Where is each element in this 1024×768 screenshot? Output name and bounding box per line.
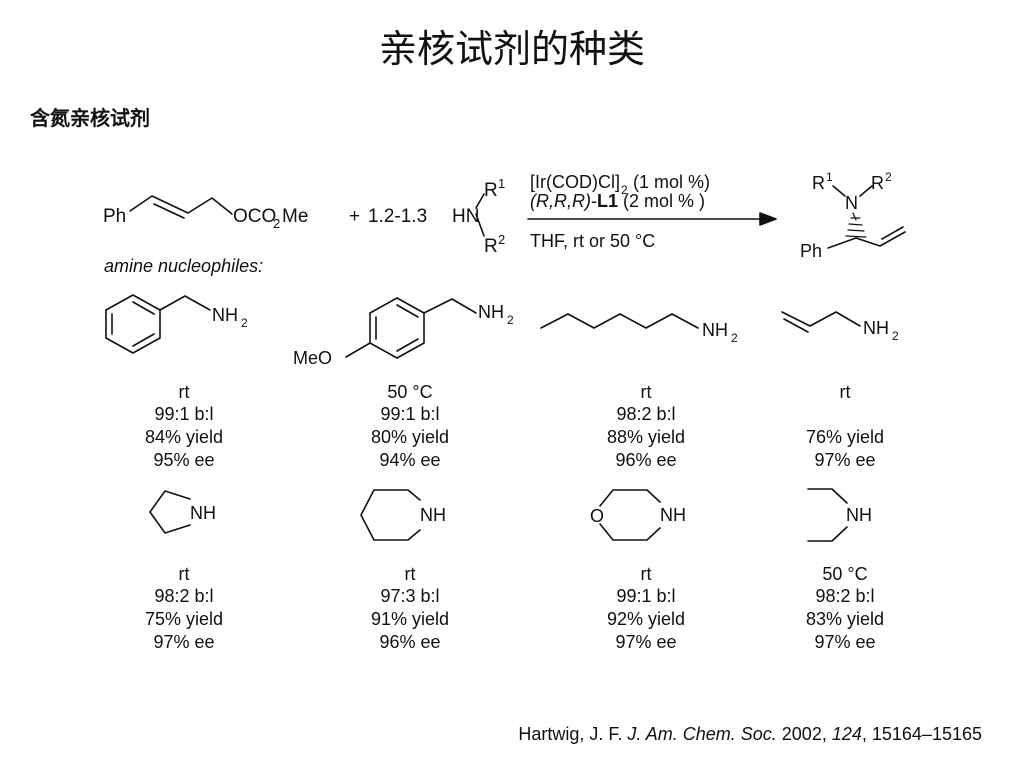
svg-text:50 °C: 50 °C [822,564,867,584]
svg-text:N: N [845,193,858,213]
svg-text:NH: NH [660,505,686,525]
svg-text:97% ee: 97% ee [814,450,875,470]
svg-text:R: R [484,236,498,257]
svg-text:84% yield: 84% yield [145,427,223,447]
svg-text:2: 2 [621,183,628,197]
svg-text:NH: NH [702,320,728,340]
svg-text:75% yield: 75% yield [145,609,223,629]
svg-text:NH: NH [212,305,238,325]
svg-text:98:2 b:l: 98:2 b:l [815,586,874,606]
svg-text:2: 2 [241,316,248,330]
svg-text:88% yield: 88% yield [607,427,685,447]
allyl-carbonate-reactant: Ph OCO 2 Me [103,195,308,231]
reaction-arrow [527,212,777,226]
svg-text:THF, rt or 50 °C: THF, rt or 50 °C [530,231,655,251]
svg-text:83% yield: 83% yield [806,609,884,629]
citation-journal: J. Am. Chem. Soc. [627,724,777,744]
piperidine-structure: NH [360,489,446,541]
svg-text:97% ee: 97% ee [153,632,214,652]
svg-text:HN: HN [452,206,479,227]
svg-text:MeO: MeO [293,348,332,368]
svg-text:1: 1 [498,176,505,191]
svg-text:Ph: Ph [103,206,126,227]
svg-text:NH: NH [846,505,872,525]
svg-text:98:2 b:l: 98:2 b:l [154,586,213,606]
svg-text:2: 2 [885,170,892,184]
svg-text:76% yield: 76% yield [806,427,884,447]
svg-text:rt: rt [641,382,652,402]
amine-nucleophiles-label: amine nucleophiles: [104,256,263,276]
svg-text:rt: rt [641,564,652,584]
svg-text:[Ir(COD)Cl]: [Ir(COD)Cl] [530,172,620,192]
results-methoxybenzylamine: 50 °C 99:1 b:l 80% yield 94% ee [371,382,449,470]
svg-text:Me: Me [282,206,308,227]
svg-text:R: R [484,180,498,201]
citation-year: 2002, [776,724,832,744]
svg-text:rt: rt [405,564,416,584]
svg-text:R: R [812,173,825,193]
citation-pages: , 15164–15165 [861,724,982,744]
svg-text:(1 mol %): (1 mol %) [633,172,710,192]
section-heading: 含氮亲核试剂 [30,106,150,130]
svg-text:97% ee: 97% ee [615,632,676,652]
svg-text:2: 2 [273,216,280,231]
svg-text:99:1 b:l: 99:1 b:l [380,404,439,424]
svg-text:+: + [349,206,360,227]
results-allylamine: rt 76% yield 97% ee [806,382,884,470]
citation-volume: 124 [831,724,862,744]
svg-text:97:3 b:l: 97:3 b:l [380,586,439,606]
svg-text:91% yield: 91% yield [371,609,449,629]
svg-text:98:2 b:l: 98:2 b:l [616,404,675,424]
svg-text:NH: NH [190,503,216,523]
svg-text:(R,R,R)-L1 (2 mol % ): (R,R,R)-L1 (2 mol % ) [530,191,705,211]
results-pyrrolidine: rt 98:2 b:l 75% yield 97% ee [145,564,223,652]
svg-text:2: 2 [507,313,514,327]
citation-authors: Hartwig, J. F. [518,724,628,744]
svg-text:2: 2 [498,232,505,247]
reaction-conditions: [Ir(COD)Cl] 2 (1 mol %) (R,R,R)-L1 (2 mo… [530,172,710,251]
morpholine-structure: O NH [590,489,686,541]
citation: Hartwig, J. F. J. Am. Chem. Soc. 2002, 1… [518,724,982,745]
svg-text:94% ee: 94% ee [379,450,440,470]
results-piperidine: rt 97:3 b:l 91% yield 96% ee [371,564,449,652]
svg-text:99:1 b:l: 99:1 b:l [616,586,675,606]
svg-text:rt: rt [179,382,190,402]
svg-text:50 °C: 50 °C [387,382,432,402]
svg-text:1: 1 [826,170,833,184]
results-diethylamine: 50 °C 98:2 b:l 83% yield 97% ee [806,564,884,652]
svg-text:rt: rt [840,382,851,402]
svg-text:2: 2 [892,329,899,343]
svg-text:NH: NH [863,318,889,338]
svg-text:rt: rt [179,564,190,584]
results-morpholine: rt 99:1 b:l 92% yield 97% ee [607,564,685,652]
pyrrolidine-structure: NH [149,490,216,534]
results-hexylamine: rt 98:2 b:l 88% yield 96% ee [607,382,685,470]
svg-text:NH: NH [420,505,446,525]
svg-text:1.2-1.3: 1.2-1.3 [368,206,427,227]
svg-text:80% yield: 80% yield [371,427,449,447]
svg-text:96% ee: 96% ee [379,632,440,652]
svg-text:O: O [590,506,604,526]
svg-text:97% ee: 97% ee [814,632,875,652]
slide-title: 亲核试剂的种类 [378,27,645,71]
svg-text:95% ee: 95% ee [153,450,214,470]
svg-text:2: 2 [731,331,738,345]
svg-text:96% ee: 96% ee [615,450,676,470]
svg-text:OCO: OCO [233,206,276,227]
svg-text:92% yield: 92% yield [607,609,685,629]
results-benzylamine: rt 99:1 b:l 84% yield 95% ee [145,382,223,470]
svg-text:R: R [871,173,884,193]
svg-text:99:1 b:l: 99:1 b:l [154,404,213,424]
svg-text:Ph: Ph [800,241,822,261]
diethylamine-structure: NH [807,488,872,542]
svg-text:NH: NH [478,302,504,322]
